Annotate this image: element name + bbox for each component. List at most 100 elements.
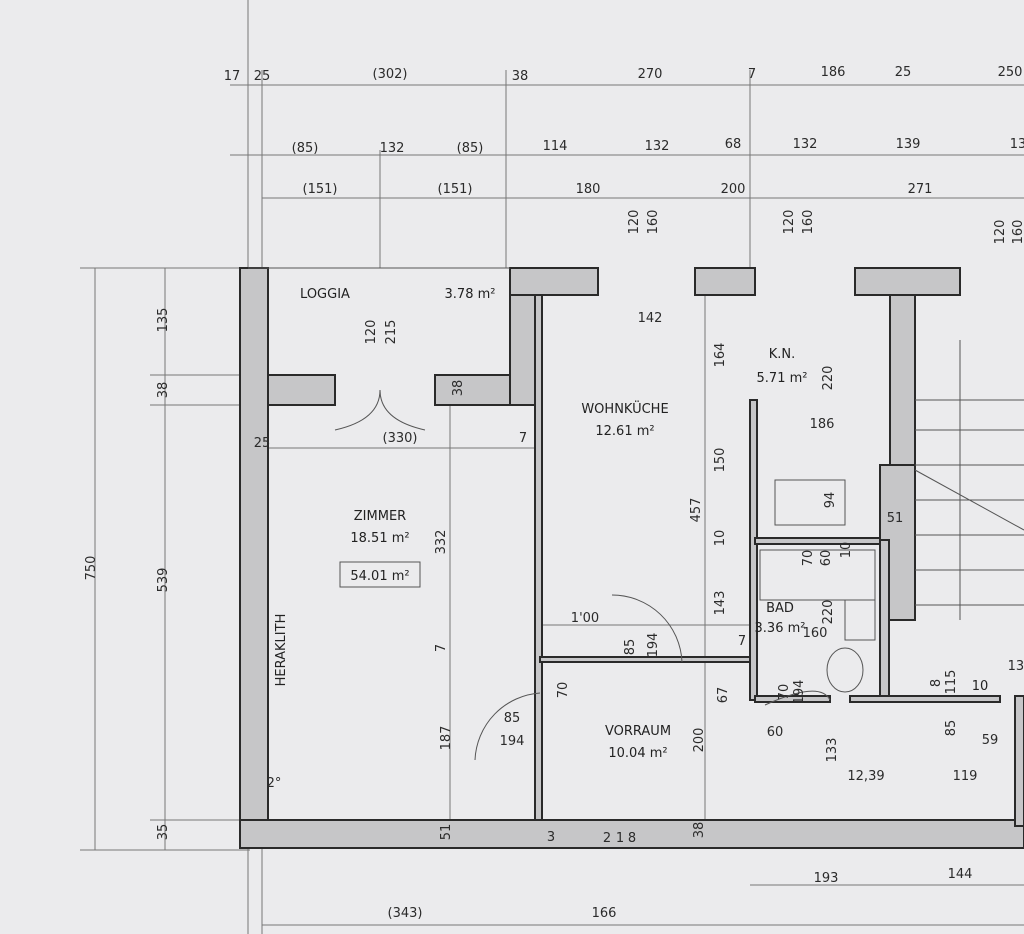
dimension-label: 7	[748, 67, 756, 82]
dimension-label: 215	[384, 320, 399, 345]
dimension-label: 187	[439, 726, 454, 751]
walls	[239, 267, 1024, 849]
room-name-label: VORRAUM	[605, 724, 671, 739]
total-area-label: 54.01 m²	[350, 569, 409, 584]
dimension-label: 70	[801, 550, 816, 567]
dimension-label: 150	[713, 448, 728, 473]
dimension-label: 332	[434, 530, 449, 555]
dimension-label: 193	[814, 871, 839, 886]
room-area-label: 3.36 m²	[755, 621, 806, 636]
dimension-label: 130	[1008, 659, 1024, 674]
dimension-label: 271	[908, 182, 933, 197]
room-area-label: 3.78 m²	[445, 287, 496, 302]
dimension-label: 38	[692, 822, 707, 839]
dimension-label: 7	[434, 644, 449, 652]
room-name-label: ZIMMER	[354, 509, 406, 524]
unit-number-label: 10	[972, 679, 989, 694]
dimension-label: 68	[725, 137, 742, 152]
dimension-label: 114	[543, 139, 568, 154]
dimension-label: (302)	[373, 67, 408, 82]
dimension-label: 25	[254, 436, 271, 451]
dimension-label: 3	[547, 830, 555, 845]
dimension-label: 2	[603, 831, 611, 846]
dimension-label: 85	[504, 711, 521, 726]
dimension-label: 160	[646, 210, 661, 235]
dimension-label: 133	[825, 738, 840, 763]
room-name-label: LOGGIA	[300, 287, 350, 302]
dimension-label: 135	[156, 308, 171, 333]
dimension-label: 250	[998, 65, 1023, 80]
dimension-label: 270	[638, 67, 663, 82]
dimension-label: (343)	[388, 906, 423, 921]
dimension-label: 160	[801, 210, 816, 235]
dimension-label: 85	[623, 639, 638, 656]
dimension-label: 60	[767, 725, 784, 740]
room-area-label: 10.04 m²	[608, 746, 667, 761]
dimension-label: 70	[556, 682, 571, 699]
room-name-label: BAD	[766, 601, 794, 616]
dimension-label: 25	[895, 65, 912, 80]
dimension-label: 457	[689, 498, 704, 523]
dimension-label: 10	[713, 530, 728, 547]
dimension-label: 70	[777, 684, 792, 701]
dimension-label: 94	[823, 492, 838, 509]
dimension-label: 115	[944, 670, 959, 695]
dimension-label: (151)	[438, 182, 473, 197]
dimension-label: 7	[519, 431, 527, 446]
dimension-label: 120	[993, 220, 1008, 245]
staircase	[914, 340, 1024, 620]
dimension-label: 10	[839, 542, 854, 559]
dimension-label: 132	[380, 141, 405, 156]
dimension-label: 1'00	[571, 611, 599, 626]
dimension-label: 119	[953, 769, 978, 784]
dimension-label: 120	[364, 320, 379, 345]
dimension-label: 2°	[267, 776, 282, 791]
dimension-label: (85)	[457, 141, 484, 156]
room-name-label: K.N.	[769, 347, 796, 362]
wall-note-label: HERAKLITH	[274, 614, 289, 687]
dimension-label: 1	[616, 831, 624, 846]
dimension-label: 164	[713, 343, 728, 368]
dimension-label: 220	[821, 366, 836, 391]
dimension-label: 220	[821, 600, 836, 625]
dimension-label: 132	[793, 137, 818, 152]
dimension-label: 51	[439, 824, 454, 841]
dimension-label: 38	[451, 380, 466, 397]
dimension-label: 8	[929, 679, 944, 687]
room-area-label: 5.71 m²	[757, 371, 808, 386]
dimension-label: 143	[713, 591, 728, 616]
dimension-label: 67	[716, 687, 731, 704]
dimension-label: 200	[692, 728, 707, 753]
dimension-label: (330)	[383, 431, 418, 446]
dimension-label: 120	[782, 210, 797, 235]
dimension-label: 200	[721, 182, 746, 197]
dimension-label: 51	[887, 511, 904, 526]
dimension-label: 38	[512, 69, 529, 84]
dimension-label: 186	[810, 417, 835, 432]
room-area-label: 12.61 m²	[595, 424, 654, 439]
dimension-label: (151)	[303, 182, 338, 197]
dimension-label: 194	[792, 680, 807, 705]
dimension-label: 60	[819, 550, 834, 567]
dimension-label: 25	[254, 69, 271, 84]
dimension-label: 38	[156, 382, 171, 399]
dimension-label: 194	[646, 633, 661, 658]
dimension-label: 17	[224, 69, 241, 84]
dimension-label: 750	[84, 556, 99, 581]
dimension-label: 85	[944, 720, 959, 737]
dimension-label: 35	[156, 824, 171, 841]
dimension-label: 142	[638, 311, 663, 326]
dimension-label: 7	[738, 634, 746, 649]
dimension-label: 186	[821, 65, 846, 80]
dimension-label: 132	[645, 139, 670, 154]
dimension-label: 194	[500, 734, 525, 749]
dimension-label: 139	[896, 137, 921, 152]
dimension-label: 166	[592, 906, 617, 921]
dimension-label: (85)	[292, 141, 319, 156]
fixtures	[334, 340, 1024, 761]
dimension-label: 13	[1010, 137, 1024, 152]
dimension-label: 144	[948, 867, 973, 882]
dimension-label: 160	[1011, 220, 1024, 245]
